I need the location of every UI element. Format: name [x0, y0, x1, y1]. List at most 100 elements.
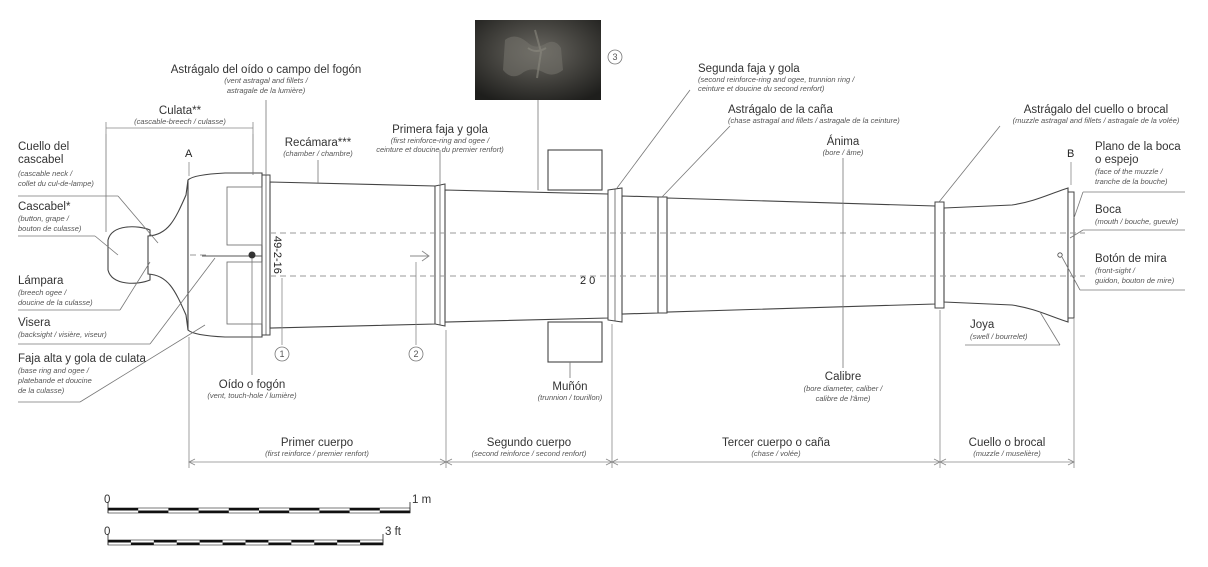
marker-b: B	[1067, 148, 1074, 160]
scale-bar-imperial: 0 3 ft	[104, 526, 402, 546]
svg-text:0: 0	[104, 526, 110, 538]
svg-text:Culata**: Culata**	[159, 105, 202, 117]
svg-text:Boca: Boca	[1095, 204, 1122, 216]
svg-text:astragale de la lumière): astragale de la lumière)	[227, 86, 306, 95]
svg-text:(button, grape /: (button, grape /	[18, 214, 70, 223]
label-culata: Culata** (cascable-breech / culasse)	[134, 105, 226, 126]
label-boca: Boca (mouth / bouche, gueule)	[1095, 204, 1179, 226]
svg-text:(trunnion / tourillon): (trunnion / tourillon)	[538, 393, 603, 402]
svg-text:Astrágalo del oído o campo del: Astrágalo del oído o campo del fogón	[171, 64, 362, 76]
svg-text:Cuello o brocal: Cuello o brocal	[969, 437, 1046, 449]
svg-text:(first reinforce / premier ren: (first reinforce / premier renfort)	[265, 449, 369, 458]
svg-text:calibre de l'âme): calibre de l'âme)	[816, 394, 871, 403]
label-oido: Oído o fogón (vent, touch-hole / lumière…	[207, 379, 297, 400]
svg-text:Oído o fogón: Oído o fogón	[219, 379, 286, 391]
label-astragalo-cuello: Astrágalo del cuello o brocal (muzzle as…	[1013, 104, 1180, 125]
label-plano-boca: Plano de la boca o espejo (face of the m…	[1095, 141, 1181, 186]
svg-text:cascabel: cascabel	[18, 154, 63, 166]
svg-text:Visera: Visera	[18, 317, 51, 329]
label-faja-alta: Faja alta y gola de culata (base ring an…	[17, 353, 146, 395]
label-primera-faja: Primera faja y gola (first reinforce-rin…	[376, 124, 504, 154]
svg-text:(chamber / chambre): (chamber / chambre)	[283, 149, 353, 158]
svg-text:(breech ogee /: (breech ogee /	[18, 288, 67, 297]
label-munon: Muñón (trunnion / tourillon)	[538, 381, 603, 402]
svg-text:Joya: Joya	[970, 319, 995, 331]
svg-text:Faja alta y gola de culata: Faja alta y gola de culata	[18, 353, 146, 365]
label-cascabel: Cascabel* (button, grape / bouton de cul…	[18, 201, 82, 233]
svg-text:Cuello del: Cuello del	[18, 141, 69, 153]
leader-lines	[18, 89, 1185, 403]
label-visera: Visera (backsight / visière, viseur)	[18, 317, 107, 339]
svg-text:(face of the muzzle /: (face of the muzzle /	[1095, 167, 1163, 176]
svg-text:Recámara***: Recámara***	[285, 137, 352, 149]
svg-text:Cascabel*: Cascabel*	[18, 201, 71, 213]
svg-text:(front-sight /: (front-sight /	[1095, 266, 1136, 275]
label-joya: Joya (swell / bourrelet)	[970, 319, 1028, 341]
svg-text:de la culasse): de la culasse)	[18, 386, 65, 395]
svg-text:(backsight / visière, viseur): (backsight / visière, viseur)	[18, 330, 107, 339]
svg-text:(bore / âme): (bore / âme)	[823, 148, 864, 157]
svg-text:collet du cul-de-lampe): collet du cul-de-lampe)	[18, 179, 94, 188]
label-calibre: Calibre (bore diameter, caliber / calibr…	[804, 371, 884, 403]
svg-text:Plano de la boca: Plano de la boca	[1095, 141, 1181, 153]
svg-text:0: 0	[104, 494, 110, 506]
svg-text:tranche de la bouche): tranche de la bouche)	[1095, 177, 1168, 186]
svg-text:o espejo: o espejo	[1095, 154, 1138, 166]
svg-text:(cascable neck /: (cascable neck /	[18, 169, 73, 178]
label-lampara: Lámpara (breech ogee / doucine de la cul…	[18, 275, 93, 307]
svg-text:(base ring and ogee /: (base ring and ogee /	[18, 366, 90, 375]
svg-text:Tercer cuerpo o caña: Tercer cuerpo o caña	[722, 437, 831, 449]
section-primer-cuerpo: Primer cuerpo (first reinforce / premier…	[265, 437, 369, 458]
weight-inscription: 49-2-16	[271, 236, 283, 274]
svg-text:Ánima: Ánima	[827, 135, 860, 148]
svg-text:(cascable-breech / culasse): (cascable-breech / culasse)	[134, 117, 226, 126]
section-dimensions	[188, 310, 1075, 468]
label-astragalo-cana: Astrágalo de la caña (chase astragal and…	[728, 104, 900, 125]
svg-text:guidon, bouton de mire): guidon, bouton de mire)	[1095, 276, 1175, 285]
marker-3: 3	[607, 49, 623, 65]
svg-text:(second reinforce-ring and oge: (second reinforce-ring and ogee, trunnio…	[698, 75, 855, 84]
svg-text:Astrágalo del cuello o brocal: Astrágalo del cuello o brocal	[1024, 104, 1168, 116]
cannon-body	[107, 149, 1085, 363]
section-segundo-cuerpo: Segundo cuerpo (second reinforce / secon…	[472, 437, 587, 458]
svg-text:1 m: 1 m	[412, 494, 431, 506]
label-boton-mira: Botón de mira (front-sight / guidon, bou…	[1095, 253, 1175, 285]
svg-text:(chase astragal and fillets /: (chase astragal and fillets / astragale …	[728, 116, 900, 125]
svg-text:Botón de mira: Botón de mira	[1095, 253, 1167, 265]
svg-text:platebande et doucine: platebande et doucine	[17, 376, 92, 385]
marker-1: 1	[274, 278, 290, 362]
svg-text:ceinture et doucine du premier: ceinture et doucine du premier renfort)	[376, 145, 504, 154]
svg-text:(bore diameter, caliber /: (bore diameter, caliber /	[804, 384, 884, 393]
svg-text:3: 3	[612, 52, 617, 62]
scale-bar-metric: 0 1 m	[104, 494, 431, 514]
label-astragalo-oido: Astrágalo del oído o campo del fogón (ve…	[171, 64, 362, 95]
svg-text:(muzzle / muselière): (muzzle / muselière)	[973, 449, 1041, 458]
svg-text:Lámpara: Lámpara	[18, 275, 64, 287]
svg-text:Astrágalo de la caña: Astrágalo de la caña	[728, 104, 833, 116]
svg-text:(second reinforce / second ren: (second reinforce / second renfort)	[472, 449, 587, 458]
svg-text:(first reinforce-ring and ogee: (first reinforce-ring and ogee /	[391, 136, 490, 145]
emblem-photo	[475, 20, 601, 100]
section-cuello-brocal: Cuello o brocal (muzzle / muselière)	[969, 437, 1046, 458]
svg-text:(swell / bourrelet): (swell / bourrelet)	[970, 332, 1028, 341]
label-recamara: Recámara*** (chamber / chambre)	[283, 137, 353, 158]
svg-text:Muñón: Muñón	[552, 381, 587, 393]
svg-text:2: 2	[413, 349, 418, 359]
svg-text:(vent astragal and fillets /: (vent astragal and fillets /	[224, 76, 308, 85]
marker-2: 2	[408, 262, 424, 362]
marker-a: A	[185, 148, 193, 160]
svg-text:Primera faja y gola: Primera faja y gola	[392, 124, 488, 136]
svg-text:doucine de la culasse): doucine de la culasse)	[18, 298, 93, 307]
number-inscription: 2 0	[580, 275, 595, 287]
svg-text:Primer cuerpo: Primer cuerpo	[281, 437, 353, 449]
svg-text:ceinture et doucine du second: ceinture et doucine du second renfort)	[698, 84, 825, 93]
label-segunda-faja: Segunda faja y gola (second reinforce-ri…	[698, 63, 855, 93]
svg-text:3 ft: 3 ft	[385, 526, 402, 538]
svg-text:(chase / volée): (chase / volée)	[751, 449, 801, 458]
section-tercer-cuerpo: Tercer cuerpo o caña (chase / volée)	[722, 437, 831, 458]
svg-text:Segundo cuerpo: Segundo cuerpo	[487, 437, 571, 449]
svg-text:(mouth / bouche, gueule): (mouth / bouche, gueule)	[1095, 217, 1179, 226]
svg-text:(muzzle astragal and fillets /: (muzzle astragal and fillets / astragale…	[1013, 116, 1180, 125]
svg-text:bouton de culasse): bouton de culasse)	[18, 224, 82, 233]
